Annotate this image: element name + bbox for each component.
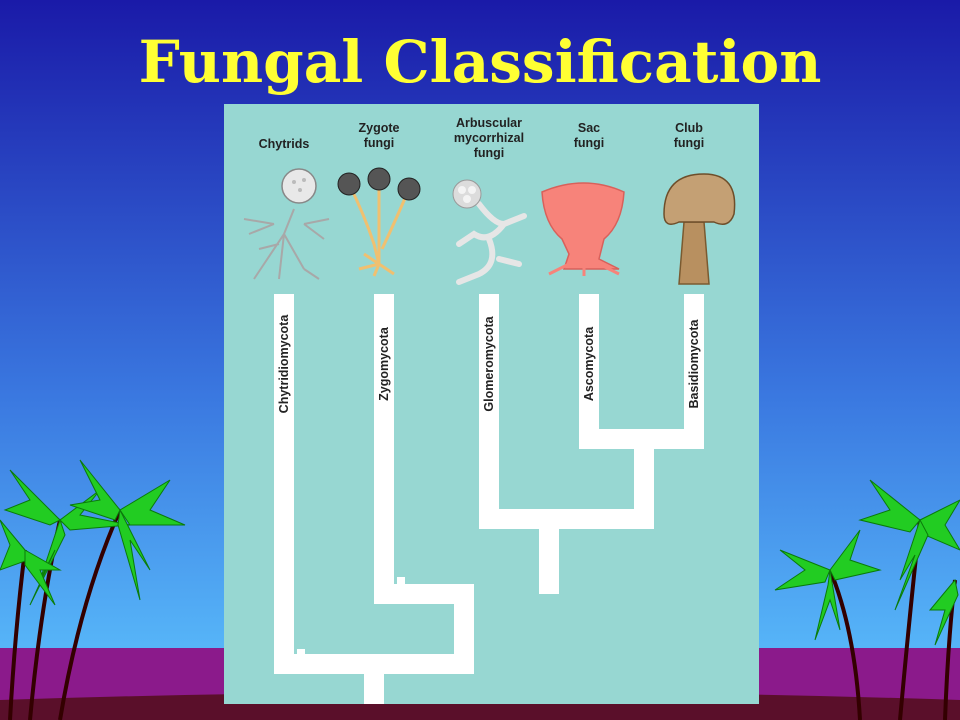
phylum-label-zygomycota: Zygomycota — [377, 327, 391, 401]
group-label-zygote-fungi: Zygote fungi — [358, 121, 400, 150]
phylogeny-diagram: Chytrids Zygote fungi Arbuscular mycorrh… — [224, 104, 759, 704]
mushroom-icon — [663, 173, 736, 285]
phylum-label-glomeromycota: Glomeromycota — [482, 316, 496, 412]
arbuscular-fungus-icon — [452, 179, 527, 285]
group-label-sac-fungi: Sac fungi — [573, 121, 605, 150]
slide-title: Fungal Classification — [138, 28, 822, 96]
phylum-label-chytridiomycota: Chytridiomycota — [277, 314, 291, 414]
palm-tree-left-icon — [0, 459, 186, 720]
group-label-arbuscular-fungi: Arbuscular mycorrhizal fungi — [453, 116, 525, 160]
branch-ascomycota — [554, 294, 654, 529]
phylum-label-ascomycota: Ascomycota — [582, 326, 596, 402]
sac-fungus-icon — [541, 182, 625, 276]
chytrid-icon — [243, 168, 330, 280]
phylogeny-graphics — [243, 167, 736, 704]
zygote-fungus-icon — [337, 167, 421, 277]
branch-zygomycota — [364, 294, 474, 704]
palm-tree-right-icon — [774, 479, 960, 720]
branch-basidiomycota — [639, 294, 704, 449]
phylogenetic-tree — [274, 294, 704, 704]
group-label-chytrids: Chytrids — [258, 137, 310, 151]
group-label-club-fungi: Club fungi — [673, 121, 705, 150]
phylum-label-basidiomycota: Basidiomycota — [687, 319, 701, 409]
branch-chytridiomycota — [274, 294, 364, 674]
lineage-dots — [297, 577, 435, 671]
branch-glomeromycota — [479, 294, 559, 594]
